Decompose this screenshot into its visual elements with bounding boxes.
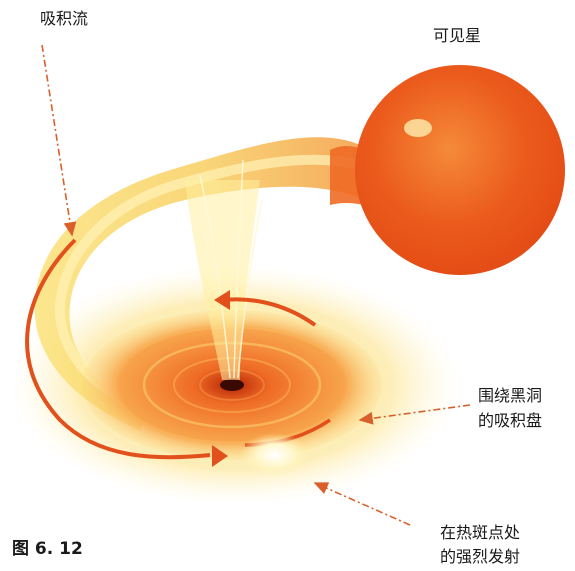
jet-filament	[233, 159, 244, 379]
jet-plume	[185, 180, 260, 380]
label-accretion-disk-line1: 围绕黑洞	[478, 386, 543, 405]
pointer-hot-spot	[313, 482, 411, 526]
black-hole	[220, 379, 244, 391]
star-highlight	[404, 119, 432, 137]
rotation-arrowhead	[214, 290, 230, 310]
figure-caption: 图 6. 12	[12, 539, 83, 559]
hot-spot	[240, 433, 310, 477]
label-hotspot-line2: 的强烈发射	[440, 547, 521, 566]
label-accretion-disk-line2: 的吸积盘	[478, 411, 543, 430]
label-visible-star: 可见星	[433, 26, 482, 45]
rotation-arrowhead	[212, 445, 228, 467]
pointer-accretion-stream	[41, 44, 77, 237]
label-accretion-stream: 吸积流	[40, 9, 89, 28]
jet-filament	[199, 174, 231, 379]
rotation-arrow-inner	[224, 297, 317, 327]
rotation-arrow-outer	[25, 238, 211, 460]
stream-inner-glow	[54, 154, 362, 405]
label-hotspot-line1: 在热斑点处	[440, 523, 521, 542]
pointer-accretion-disk	[358, 404, 471, 425]
jet-filament	[237, 199, 263, 379]
visible-star	[355, 65, 565, 275]
